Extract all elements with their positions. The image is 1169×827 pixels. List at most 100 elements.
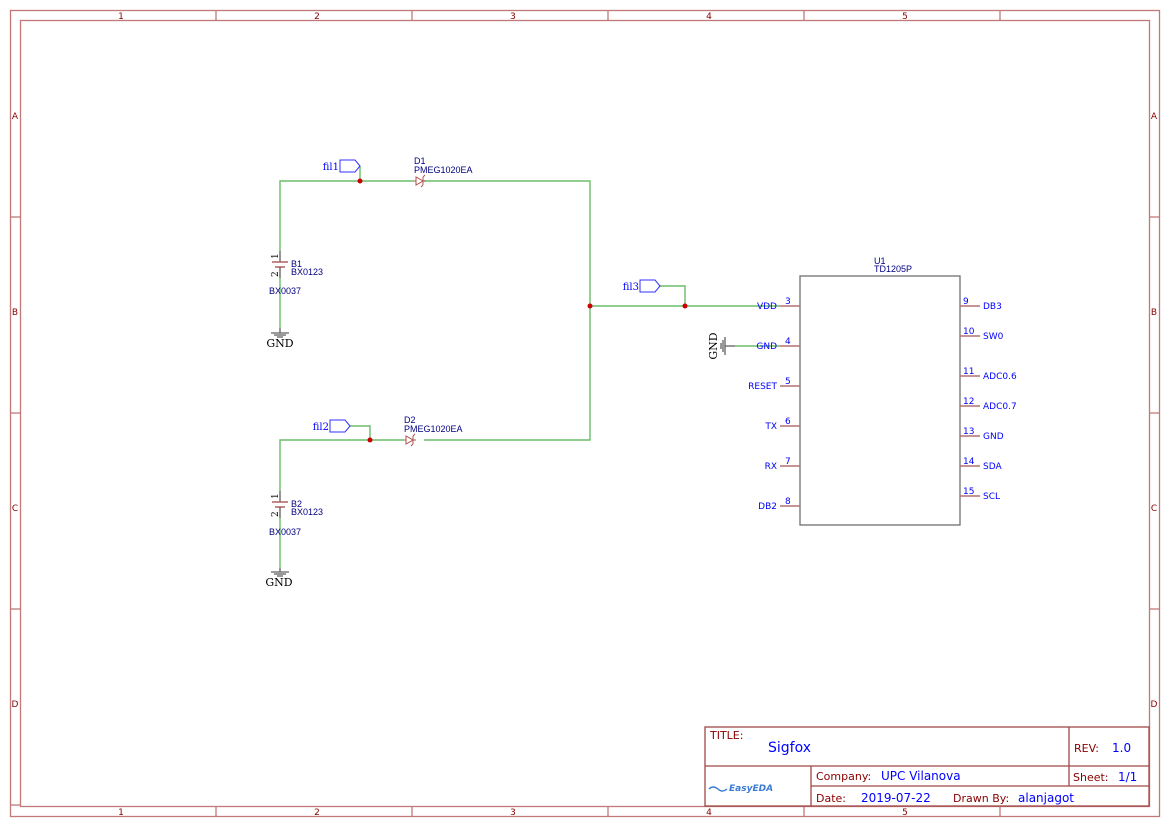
pin-name: DB2 (758, 502, 777, 512)
wire[interactable] (279, 439, 404, 491)
pin-number: 4 (785, 337, 791, 347)
column-label: 3 (510, 12, 516, 22)
pin-number: 15 (963, 487, 974, 497)
row-label: B (12, 308, 18, 318)
b2-pin2: 2 (271, 511, 281, 517)
inner-border (19, 19, 1151, 808)
gnd-symbol-b1[interactable]: GND (266, 328, 294, 350)
row-labels-left: A B C D (12, 112, 19, 710)
wire[interactable] (424, 180, 591, 441)
wire[interactable] (660, 285, 686, 306)
pin-name: ADC0.7 (983, 402, 1017, 412)
gnd-label: GND (266, 337, 293, 350)
b2-pin1: 1 (271, 493, 281, 499)
b1-ref: B1 (291, 259, 302, 269)
title-value: Sigfox (768, 740, 811, 756)
pin-name: VDD (757, 302, 777, 312)
column-label: 2 (314, 12, 320, 22)
column-label: 4 (706, 808, 712, 818)
column-label: 4 (706, 12, 712, 22)
row-label: C (1151, 504, 1157, 514)
gnd-label: GND (265, 576, 292, 589)
pin-tx[interactable]: 6TX (764, 417, 800, 432)
pin-name: RESET (748, 382, 777, 392)
column-label: 5 (902, 12, 908, 22)
column-labels-bottom: 1 2 3 4 5 (118, 808, 908, 818)
b1-value: BX0123 (291, 267, 323, 277)
diode-icon (414, 174, 426, 188)
d1-value: PMEG1020EA (414, 165, 473, 175)
junction-dot (367, 437, 373, 443)
pin-number: 10 (963, 327, 975, 337)
diode-d2[interactable]: D2 PMEG1020EA (404, 415, 463, 447)
battery-b2[interactable]: 1 2 B2 BX0123 BX0037 (269, 491, 323, 537)
pin-number: 6 (785, 417, 791, 427)
title-label: TITLE: (709, 729, 743, 742)
date-value: 2019-07-22 (861, 791, 931, 805)
sheet-label: Sheet: (1073, 771, 1109, 784)
column-label: 1 (118, 12, 124, 22)
pin-name: SW0 (983, 332, 1004, 342)
title-block: TITLE: Sigfox REV: 1.0 Company: UPC Vila… (704, 726, 1150, 807)
battery-b1[interactable]: 1 2 B1 BX0123 BX0037 (269, 251, 323, 296)
ground-icon (271, 568, 289, 577)
pin-number: 7 (785, 457, 791, 467)
pin-name: SCL (983, 492, 1000, 502)
b2-package: BX0037 (269, 527, 301, 537)
column-label: 5 (902, 808, 908, 818)
net-port-fil1[interactable]: fil1 (323, 159, 361, 173)
pin-rx[interactable]: 7RX (765, 457, 800, 472)
ground-icon (271, 328, 289, 338)
sheet-value: 1/1 (1118, 770, 1137, 784)
pin-number: 13 (963, 427, 974, 437)
gnd-symbol-b2[interactable]: GND (265, 568, 293, 589)
column-label: 1 (118, 808, 124, 818)
junction-dot (682, 303, 688, 309)
battery-icon (272, 251, 288, 278)
net-port-flag-icon (339, 159, 361, 173)
outer-border (9, 9, 1161, 818)
net-port-fil2[interactable]: fil2 (313, 419, 351, 433)
company-value: UPC Vilanova (881, 769, 961, 783)
drawn-by-value: alanjagot (1018, 791, 1074, 805)
wires (279, 166, 780, 568)
d2-value: PMEG1020EA (404, 424, 463, 434)
net-port-label: fil2 (313, 422, 329, 433)
easyeda-logo-icon (708, 786, 728, 792)
net-port-label: fil1 (323, 162, 339, 173)
gnd-symbol-u1[interactable]: GND (707, 332, 735, 360)
wire[interactable] (279, 180, 414, 251)
u1-value: TD1205P (874, 264, 912, 274)
b1-pin2: 2 (271, 271, 281, 277)
diode-d1[interactable]: D1 PMEG1020EA (414, 156, 473, 188)
pin-name: RX (765, 462, 777, 472)
ic-body (799, 275, 961, 526)
pin-number: 9 (963, 297, 969, 307)
pin-name: DB3 (983, 302, 1002, 312)
row-labels-right: A B C D (1151, 112, 1158, 710)
net-port-fil3[interactable]: fil3 (623, 279, 661, 293)
pin-number: 11 (963, 367, 974, 377)
wire[interactable] (350, 425, 371, 440)
pin-name: GND (756, 342, 777, 352)
row-label: D (12, 700, 19, 710)
sheet-frame (9, 9, 1161, 818)
rev-label: REV: (1074, 742, 1099, 755)
pin-name: TX (764, 422, 777, 432)
pin-number: 8 (785, 497, 791, 507)
